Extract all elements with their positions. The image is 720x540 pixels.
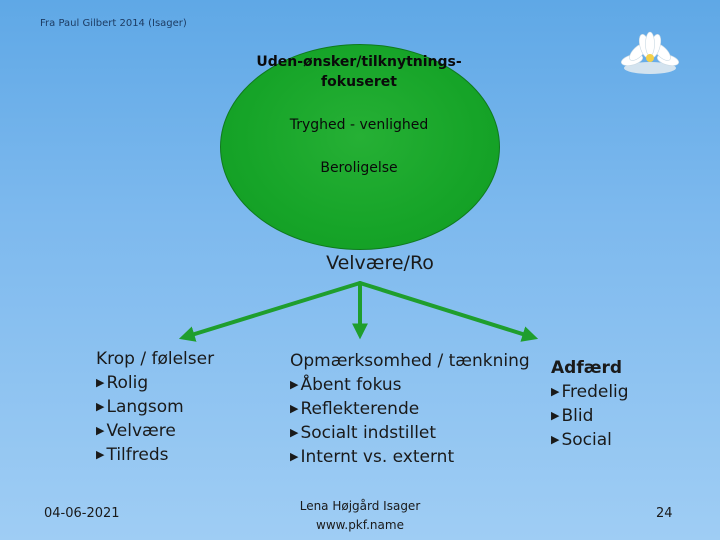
list-item-label: Åbent fokus [300, 375, 402, 395]
arrow-left [178, 281, 362, 342]
column-adfaerd: Adfærd ▶Fredelig ▶Blid ▶Social [551, 356, 629, 452]
bullet-icon: ▶ [290, 450, 299, 463]
author-name: Lena Højgård Isager [299, 499, 421, 513]
bullet-icon: ▶ [551, 433, 560, 446]
list-item: ▶Tilfreds [96, 443, 214, 467]
bullet-icon: ▶ [96, 400, 105, 413]
list-item-label: Reflekterende [300, 399, 420, 419]
column-heading-opmaerksomhed: Opmærksomhed / tænkning [290, 351, 530, 371]
list-item: ▶Social [551, 428, 629, 452]
bullet-icon: ▶ [290, 426, 299, 439]
bullet-icon: ▶ [551, 409, 560, 422]
list-item: ▶Langsom [96, 395, 214, 419]
bullet-icon: ▶ [96, 448, 105, 461]
list-item: ▶Åbent fokus [290, 373, 530, 397]
bullet-icon: ▶ [290, 402, 299, 415]
list-item: ▶Reflekterende [290, 397, 530, 421]
ellipse-title: Uden-ønsker/tilknytnings-fokuseret [256, 54, 462, 90]
list-item-label: Internt vs. externt [300, 447, 455, 467]
arrow-right [358, 281, 539, 342]
list-item-label: Rolig [106, 373, 149, 393]
list-item: ▶Socialt indstillet [290, 421, 530, 445]
ellipse-line-tryghed: Tryghed - venlighed [289, 117, 429, 133]
list-item: ▶Internt vs. externt [290, 445, 530, 469]
bullet-icon: ▶ [96, 424, 105, 437]
list-item-label: Social [561, 430, 612, 450]
list-item-label: Langsom [106, 397, 184, 417]
list-item-label: Blid [561, 406, 594, 426]
ellipse-line-beroligelse: Beroligelse [320, 160, 398, 176]
list-item-label: Fredelig [561, 382, 629, 402]
list-item-label: Velvære [106, 421, 176, 441]
column-heading-adfaerd: Adfærd [551, 358, 623, 378]
source-note: Fra Paul Gilbert 2014 (Isager) [40, 18, 187, 29]
central-ellipse [220, 44, 500, 250]
column-heading-krop: Krop / følelser [96, 349, 215, 369]
list-item: ▶Blid [551, 404, 629, 428]
bullet-icon: ▶ [96, 376, 105, 389]
list-item: ▶Fredelig [551, 380, 629, 404]
page-number: 24 [656, 506, 673, 521]
list-item: ▶Rolig [96, 371, 214, 395]
column-opmaerksomhed: Opmærksomhed / tænkning ▶Åbent fokus ▶Re… [290, 349, 530, 469]
bullet-icon: ▶ [290, 378, 299, 391]
footer-date: 04-06-2021 [44, 506, 120, 521]
list-item: ▶Velvære [96, 419, 214, 443]
footer-author: Lena Højgård Isager www.pkf.name [260, 497, 460, 535]
list-item-label: Tilfreds [106, 445, 169, 465]
lotus-flower-icon [620, 31, 680, 74]
column-krop: Krop / følelser ▶Rolig ▶Langsom ▶Velvære… [96, 347, 214, 467]
center-label: Velvære/Ro [326, 252, 434, 274]
bullet-icon: ▶ [551, 385, 560, 398]
author-url: www.pkf.name [316, 518, 404, 532]
list-item-label: Socialt indstillet [300, 423, 437, 443]
